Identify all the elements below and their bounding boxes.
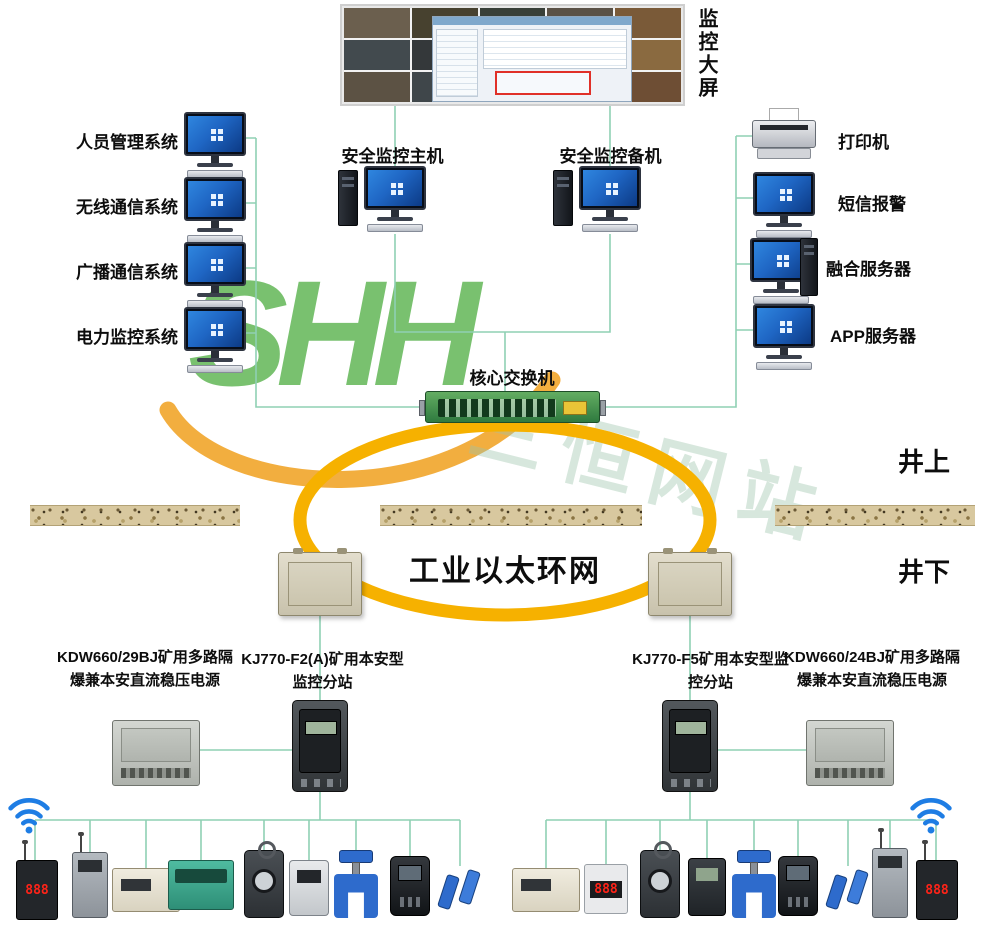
green-sensor-device (168, 860, 234, 910)
windows-logo-icon (211, 324, 216, 329)
sms-alarm-pc (753, 172, 815, 240)
cable-clamp-parts (437, 866, 484, 914)
windows-logo-icon (211, 259, 216, 264)
ground-layer-middle (380, 505, 642, 526)
cable-clamp-parts (825, 866, 872, 914)
windows-logo-icon (777, 255, 782, 260)
video-wall-grid (344, 8, 681, 102)
substation-right (662, 700, 718, 792)
antenna-icon (22, 840, 28, 861)
label-ethernet-ring: 工业以太环网 (409, 555, 601, 588)
label-fusion-server: 融合服务器 (826, 260, 911, 279)
antenna-icon (78, 832, 84, 853)
backup-host-tower (553, 170, 573, 226)
label-backup-host: 安全监控备机 (559, 147, 662, 166)
fusion-server-tower (800, 238, 818, 296)
windows-logo-icon (211, 194, 216, 199)
label-core-switch: 核心交换机 (469, 369, 555, 388)
backup-host-pc (579, 166, 641, 234)
wifi-icon (910, 798, 952, 834)
app-server-pc (753, 304, 815, 372)
led-display-sensor: 888 (16, 840, 58, 920)
white-sensor-device (289, 860, 329, 916)
label-right-power-supply: KDW660/24BJ矿用多路隔爆兼本安直流稳压电源 (784, 649, 960, 689)
label-left-power-supply: KDW660/29BJ矿用多路隔爆兼本安直流稳压电源 (57, 649, 233, 689)
led-readout: 888 (925, 882, 949, 898)
switch-uplink-ports (563, 401, 587, 415)
core-switch (419, 391, 606, 423)
gas-sensor-gauge (244, 841, 284, 918)
broadcast-system-pc (184, 242, 246, 310)
label-broadcast-system: 广播通信系统 (76, 263, 178, 282)
label-primary-host: 安全监控主机 (341, 147, 444, 166)
power-monitor-system-pc (184, 307, 246, 375)
windows-logo-icon (780, 321, 785, 326)
windows-logo-icon (780, 189, 785, 194)
label-printer: 打印机 (838, 133, 889, 152)
label-sms-alarm: 短信报警 (838, 195, 906, 214)
led-readout: 888 (25, 882, 49, 898)
led-display-sensor: 888 (584, 864, 628, 914)
valve-sensor-device (732, 850, 776, 918)
label-right-substation: KJ770-F5矿用本安型监控分站 (632, 651, 789, 691)
monitoring-software-window (432, 16, 632, 102)
gas-sensor-gauge (640, 841, 680, 918)
windows-logo-icon (211, 129, 216, 134)
power-supply-left (112, 720, 200, 786)
handheld-detector (390, 856, 430, 916)
label-surface: 井上 (898, 447, 951, 477)
windows-logo-icon (391, 183, 396, 188)
dark-sensor-device (688, 858, 726, 916)
power-supply-right (806, 720, 894, 786)
switch-ports (438, 399, 556, 417)
label-wireless-system: 无线通信系统 (76, 198, 178, 217)
video-wall (340, 4, 685, 106)
ethernet-ring (293, 418, 717, 622)
led-display-sensor: 888 (916, 840, 958, 920)
wireless-system-pc (184, 177, 246, 245)
primary-host-pc (364, 166, 426, 234)
junction-box-right (648, 548, 732, 616)
substation-left (292, 700, 348, 792)
windows-logo-icon (606, 183, 611, 188)
reader-substation-device (512, 868, 580, 912)
handheld-detector (778, 856, 818, 916)
label-app-server: APP服务器 (830, 327, 916, 346)
video-wall-label: 监控大屏 (695, 8, 717, 100)
led-readout: 888 (590, 880, 622, 898)
antenna-icon (922, 840, 928, 861)
personnel-system-pc (184, 112, 246, 180)
junction-box-left (278, 548, 362, 616)
printer (752, 108, 816, 164)
valve-sensor-device (334, 850, 378, 918)
label-power-monitor-system: 电力监控系统 (76, 328, 178, 347)
label-underground: 井下 (898, 557, 951, 587)
label-left-substation: KJ770-F2(A)矿用本安型监控分站 (241, 651, 404, 691)
wireless-transmitter-sensor (872, 828, 908, 918)
label-personnel-system: 人员管理系统 (76, 133, 178, 152)
wireless-transmitter-sensor (72, 832, 108, 918)
antenna-icon (878, 828, 884, 849)
wifi-icon (8, 798, 50, 834)
alarm-highlight-box (495, 71, 591, 95)
ground-layer-right (775, 505, 975, 526)
ground-layer-left (30, 505, 240, 526)
primary-host-tower (338, 170, 358, 226)
